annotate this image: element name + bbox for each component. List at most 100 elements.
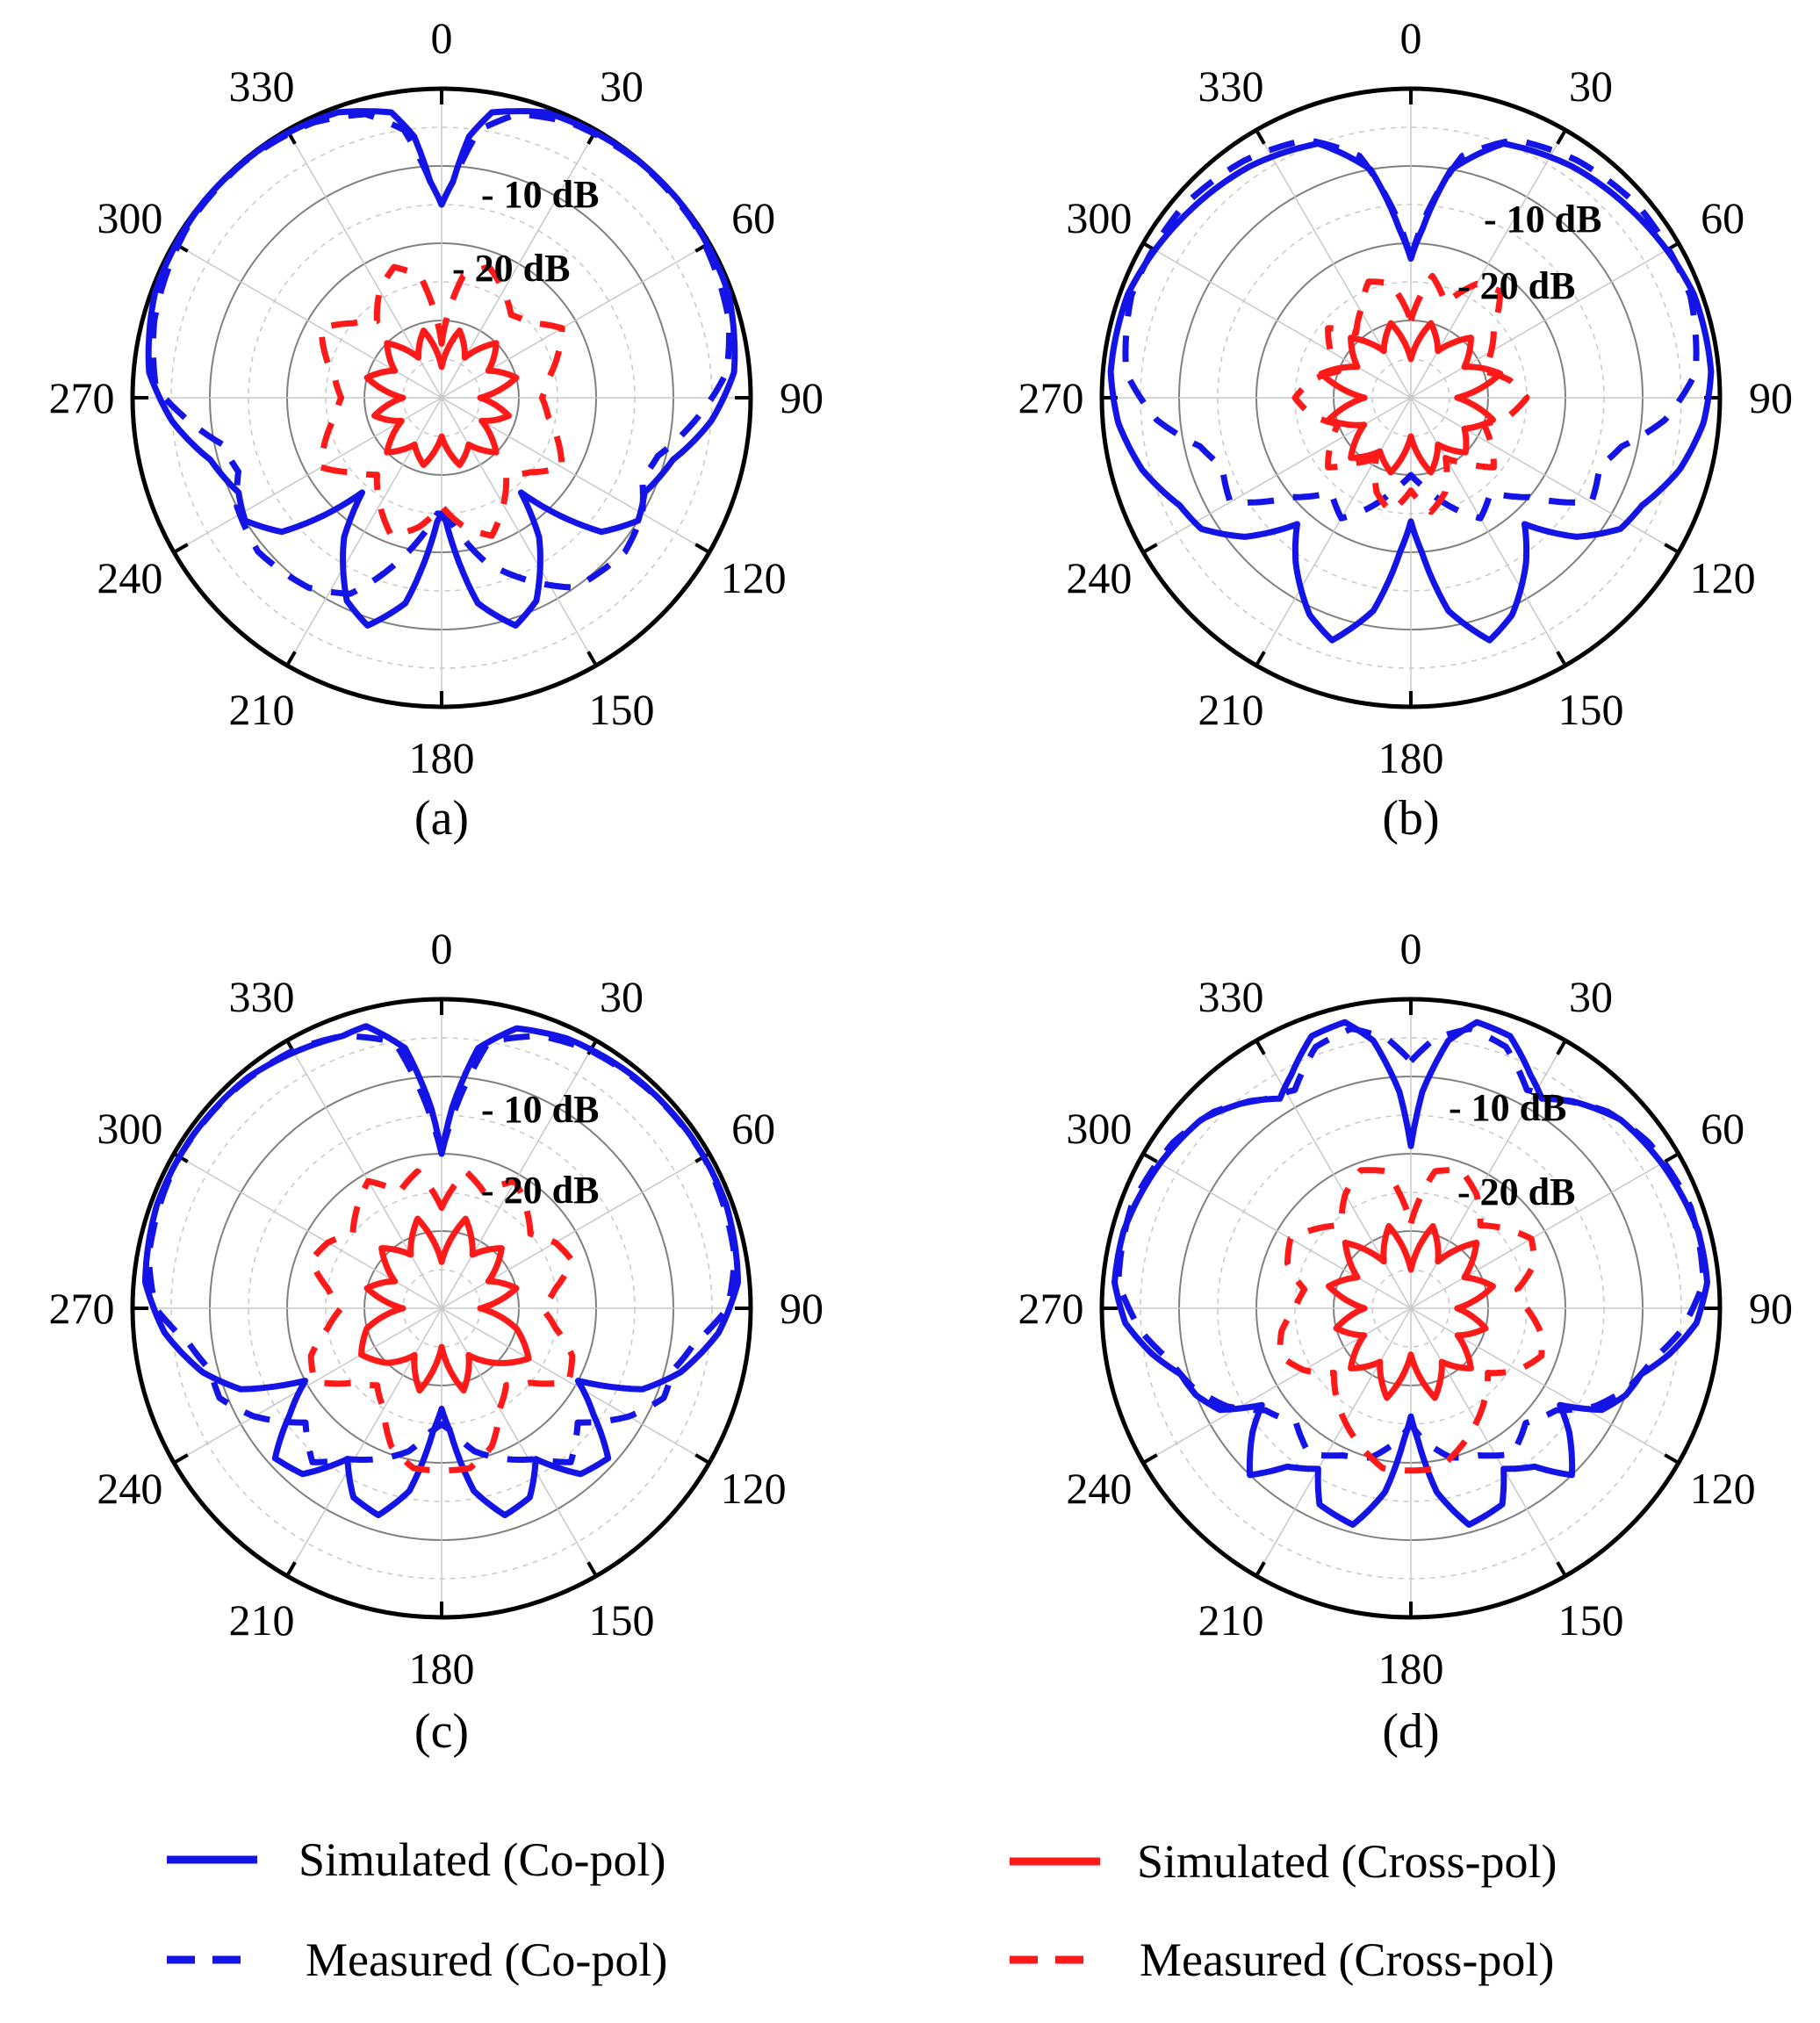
angle-tick-label: 210 xyxy=(1198,685,1264,734)
angle-tick-mark xyxy=(1142,1152,1158,1163)
angle-tick-label: 330 xyxy=(1198,972,1264,1021)
angle-tick-label: 30 xyxy=(1569,972,1613,1021)
series-trace-measured-cross-pol xyxy=(1277,1167,1545,1474)
angle-tick-label: 30 xyxy=(600,61,644,111)
angle-tick-label: 300 xyxy=(1066,193,1132,242)
angle-tick-mark xyxy=(694,1453,710,1465)
angle-tick-mark xyxy=(586,651,598,666)
angle-tick-label: 150 xyxy=(589,685,655,734)
angle-tick-label: 150 xyxy=(1558,1595,1624,1645)
angle-tick-mark xyxy=(1556,651,1567,666)
spoke-gridline xyxy=(1142,242,1412,399)
spoke-gridline xyxy=(441,1040,597,1309)
angle-tick-label: 60 xyxy=(1701,1104,1744,1153)
angle-tick-label: 300 xyxy=(1066,1104,1132,1153)
angle-tick-mark xyxy=(285,1561,297,1577)
ring-db-label: - 10 dB xyxy=(1449,1086,1566,1129)
angle-tick-mark xyxy=(1664,1152,1680,1163)
angle-tick-label: 60 xyxy=(731,1104,775,1153)
angle-tick-label: 330 xyxy=(229,61,295,111)
spoke-gridline xyxy=(1142,1153,1412,1309)
panel-label: (a) xyxy=(414,791,469,846)
angle-tick-mark xyxy=(1664,543,1680,554)
angle-tick-label: 90 xyxy=(1749,1284,1793,1333)
spoke-gridline xyxy=(1410,397,1680,553)
ring-db-label: - 20 dB xyxy=(481,1169,599,1212)
panel-label: (b) xyxy=(1382,791,1439,846)
series-trace-simulated-cross-pol xyxy=(363,328,520,468)
legend: Simulated (Co-pol) Measured (Co-pol) Sim… xyxy=(167,1833,1557,1986)
legend-entry-measured-co-pol: Measured (Co-pol) xyxy=(167,1933,667,1986)
angle-tick-label: 90 xyxy=(1749,373,1793,422)
angle-tick-label: 120 xyxy=(721,553,787,602)
angle-tick-label: 210 xyxy=(1198,1595,1264,1645)
angle-tick-label: 270 xyxy=(49,373,115,422)
angle-tick-label: 210 xyxy=(229,1595,295,1645)
angle-tick-label: 120 xyxy=(1690,553,1756,602)
angle-tick-label: 270 xyxy=(49,1284,115,1333)
series-trace-simulated-cross-pol xyxy=(1318,320,1504,476)
series-trace-measured-co-pol xyxy=(1115,1026,1707,1461)
legend-label-simulated-cross-pol: Simulated (Cross-pol) xyxy=(1137,1835,1557,1888)
panel-label: (d) xyxy=(1382,1704,1439,1759)
spoke-gridline xyxy=(441,1307,597,1577)
series-trace-measured-cross-pol xyxy=(318,263,565,539)
spoke-gridline xyxy=(1142,1307,1412,1464)
angle-tick-mark xyxy=(1255,129,1266,145)
angle-tick-mark xyxy=(173,1453,189,1465)
angle-tick-mark xyxy=(1255,1040,1266,1055)
spoke-gridline xyxy=(1255,397,1412,666)
angle-tick-mark xyxy=(1664,1453,1680,1465)
angle-tick-mark xyxy=(1556,1561,1567,1577)
series-trace-simulated-cross-pol xyxy=(358,1215,532,1393)
angle-tick-label: 120 xyxy=(1690,1464,1756,1513)
angle-tick-label: 240 xyxy=(1066,1464,1132,1513)
series-trace-measured-co-pol xyxy=(145,1033,738,1465)
angle-tick-label: 90 xyxy=(780,373,824,422)
angle-tick-label: 270 xyxy=(1018,1284,1084,1333)
angle-tick-label: 60 xyxy=(1701,193,1744,242)
series-trace-simulated-co-pol xyxy=(1111,1019,1710,1528)
angle-tick-mark xyxy=(1255,651,1266,666)
angle-tick-label: 0 xyxy=(431,13,453,62)
spoke-gridline xyxy=(1410,1153,1680,1309)
angle-tick-label: 330 xyxy=(1198,61,1264,111)
angle-tick-label: 90 xyxy=(780,1284,824,1333)
spoke-gridline xyxy=(1410,1307,1680,1464)
angle-tick-mark xyxy=(1142,1453,1158,1465)
angle-tick-mark xyxy=(1556,1040,1567,1055)
angle-tick-label: 240 xyxy=(97,1464,162,1513)
angle-tick-label: 30 xyxy=(600,972,644,1021)
angle-tick-label: 270 xyxy=(1018,373,1084,422)
angle-tick-label: 0 xyxy=(1400,924,1422,973)
angle-tick-label: 330 xyxy=(229,972,295,1021)
angle-tick-label: 240 xyxy=(97,553,162,602)
angle-tick-label: 240 xyxy=(1066,553,1132,602)
spoke-gridline xyxy=(1255,1040,1412,1309)
spoke-gridline xyxy=(173,1153,442,1309)
angle-tick-mark xyxy=(1142,543,1158,554)
angle-tick-label: 300 xyxy=(97,193,162,242)
legend-entry-simulated-cross-pol: Simulated (Cross-pol) xyxy=(1010,1835,1557,1888)
series-trace-measured-co-pol xyxy=(149,111,732,597)
angle-tick-label: 210 xyxy=(229,685,295,734)
ring-db-label: - 10 dB xyxy=(481,1088,599,1131)
series-trace-measured-co-pol xyxy=(1122,136,1700,522)
spoke-gridline xyxy=(1410,1307,1566,1577)
spoke-gridline xyxy=(1410,242,1680,399)
angle-tick-label: 300 xyxy=(97,1104,162,1153)
ring-db-label: - 10 dB xyxy=(481,173,599,216)
angle-tick-label: 180 xyxy=(409,733,475,782)
legend-entry-measured-cross-pol: Measured (Cross-pol) xyxy=(1010,1933,1554,1986)
angle-tick-mark xyxy=(285,651,297,666)
spoke-gridline xyxy=(1255,1307,1412,1577)
angle-tick-mark xyxy=(694,543,710,554)
ring-db-label: - 20 dB xyxy=(1457,264,1575,307)
angle-tick-label: 150 xyxy=(1558,685,1624,734)
legend-entry-simulated-co-pol: Simulated (Co-pol) xyxy=(167,1833,665,1886)
